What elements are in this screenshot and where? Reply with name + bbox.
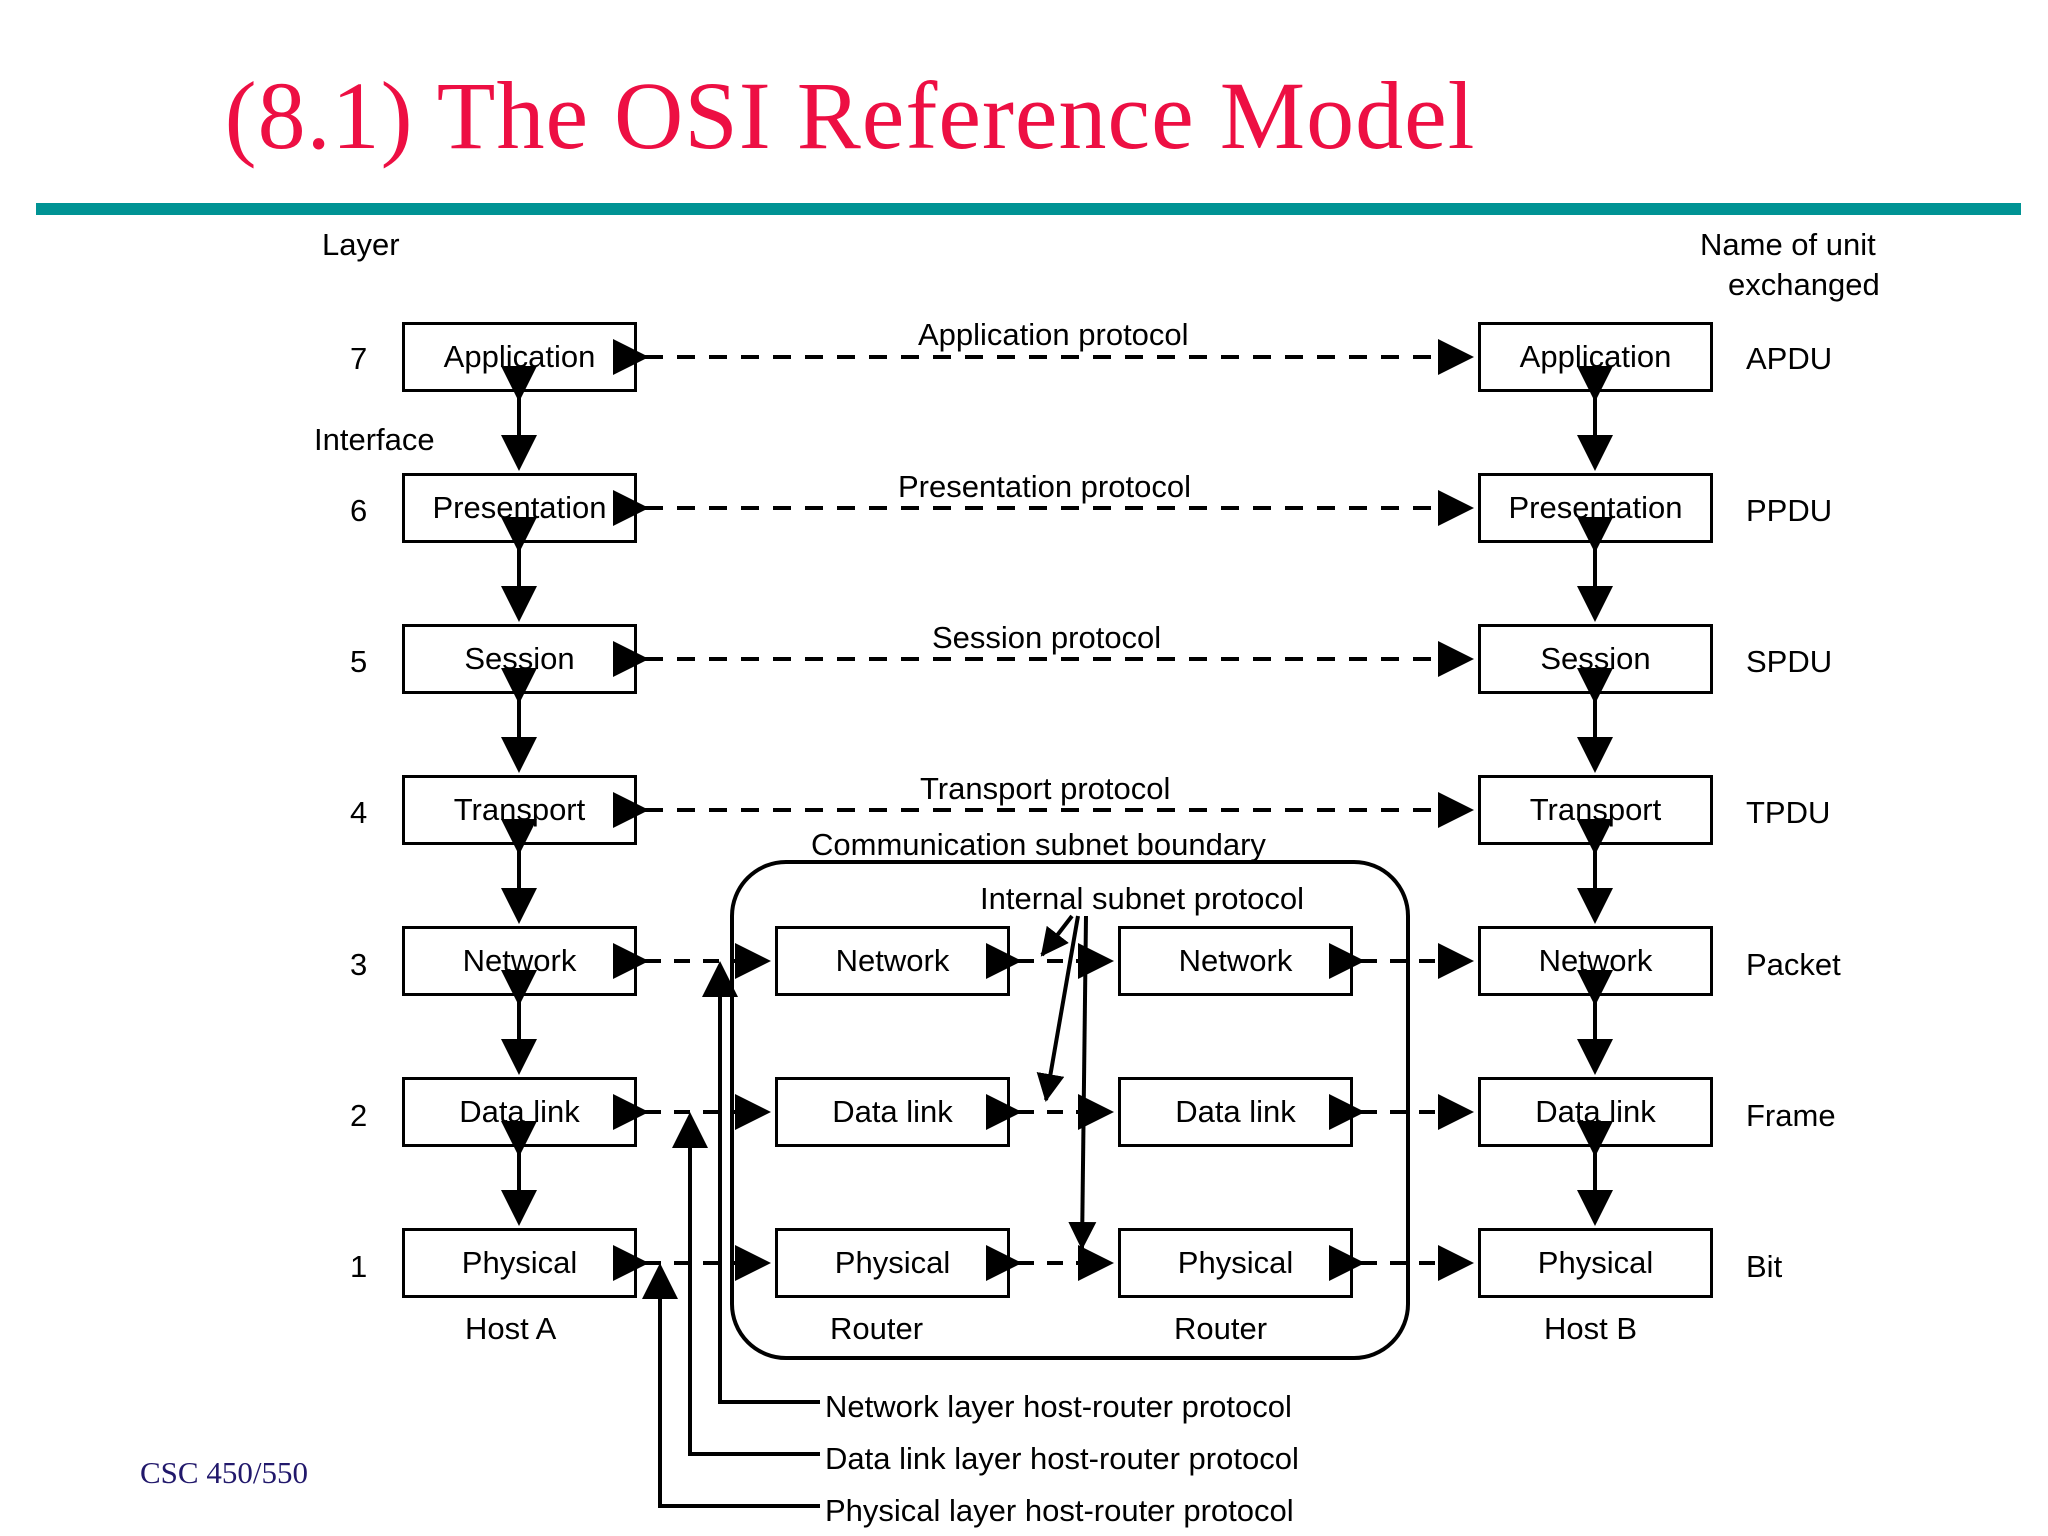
- layer-number-6: 6: [350, 493, 368, 528]
- protocol-label-presentation: Presentation protocol: [898, 469, 1191, 504]
- unit-name-packet: Packet: [1746, 947, 1841, 982]
- host-router-protocol-datalink: Data link layer host-router protocol: [825, 1441, 1299, 1476]
- host-a-box-session[interactable]: Session: [402, 624, 637, 694]
- host-b-box-application[interactable]: Application: [1478, 322, 1713, 392]
- unit-name-apdu: APDU: [1746, 341, 1833, 376]
- unit-column-header-line1: Name of unit: [1700, 227, 1876, 262]
- layer-number-1: 1: [350, 1249, 368, 1284]
- router-right-box-network[interactable]: Network: [1118, 926, 1353, 996]
- router-left-box-physical[interactable]: Physical: [775, 1228, 1010, 1298]
- layer-number-2: 2: [350, 1098, 368, 1133]
- host-a-label: Host A: [465, 1311, 557, 1346]
- host-a-box-transport[interactable]: Transport: [402, 775, 637, 845]
- router-left-box-network[interactable]: Network: [775, 926, 1010, 996]
- layer-number-5: 5: [350, 644, 368, 679]
- host-router-protocol-physical: Physical layer host-router protocol: [825, 1493, 1294, 1528]
- router-left-box-datalink[interactable]: Data link: [775, 1077, 1010, 1147]
- host-a-box-network[interactable]: Network: [402, 926, 637, 996]
- layer-number-4: 4: [350, 795, 368, 830]
- router-right-label: Router: [1174, 1311, 1268, 1346]
- host-b-label: Host B: [1544, 1311, 1638, 1346]
- internal-subnet-protocol-label: Internal subnet protocol: [980, 881, 1304, 916]
- unit-name-tpdu: TPDU: [1746, 795, 1831, 830]
- unit-name-spdu: SPDU: [1746, 644, 1833, 679]
- layer-column-header: Layer: [322, 227, 400, 262]
- host-a-box-datalink[interactable]: Data link: [402, 1077, 637, 1147]
- host-a-box-application[interactable]: Application: [402, 322, 637, 392]
- layer-number-7: 7: [350, 341, 368, 376]
- unit-name-bit: Bit: [1746, 1249, 1783, 1284]
- host-a-box-physical[interactable]: Physical: [402, 1228, 637, 1298]
- host-b-box-session[interactable]: Session: [1478, 624, 1713, 694]
- subnet-boundary-label: Communication subnet boundary: [811, 827, 1266, 862]
- router-right-box-physical[interactable]: Physical: [1118, 1228, 1353, 1298]
- protocol-label-application: Application protocol: [918, 317, 1189, 352]
- host-b-box-network[interactable]: Network: [1478, 926, 1713, 996]
- host-b-box-physical[interactable]: Physical: [1478, 1228, 1713, 1298]
- peer-protocol-dashed-lines: [613, 339, 1474, 828]
- router-right-box-datalink[interactable]: Data link: [1118, 1077, 1353, 1147]
- unit-name-ppdu: PPDU: [1746, 493, 1833, 528]
- page-title: (8.1) The OSI Reference Model: [224, 62, 1476, 169]
- host-a-box-presentation[interactable]: Presentation: [402, 473, 637, 543]
- unit-name-frame: Frame: [1746, 1098, 1836, 1133]
- protocol-label-transport: Transport protocol: [920, 771, 1171, 806]
- slide-footer: CSC 450/550: [140, 1455, 308, 1490]
- title-divider: [36, 203, 2021, 215]
- host-b-box-datalink[interactable]: Data link: [1478, 1077, 1713, 1147]
- layer-number-3: 3: [350, 947, 368, 982]
- protocol-label-session: Session protocol: [932, 620, 1162, 655]
- router-left-label: Router: [830, 1311, 924, 1346]
- unit-column-header-line2: exchanged: [1728, 267, 1880, 302]
- host-b-box-presentation[interactable]: Presentation: [1478, 473, 1713, 543]
- interface-label: Interface: [314, 422, 435, 457]
- host-b-box-transport[interactable]: Transport: [1478, 775, 1713, 845]
- host-router-protocol-network: Network layer host-router protocol: [825, 1389, 1292, 1424]
